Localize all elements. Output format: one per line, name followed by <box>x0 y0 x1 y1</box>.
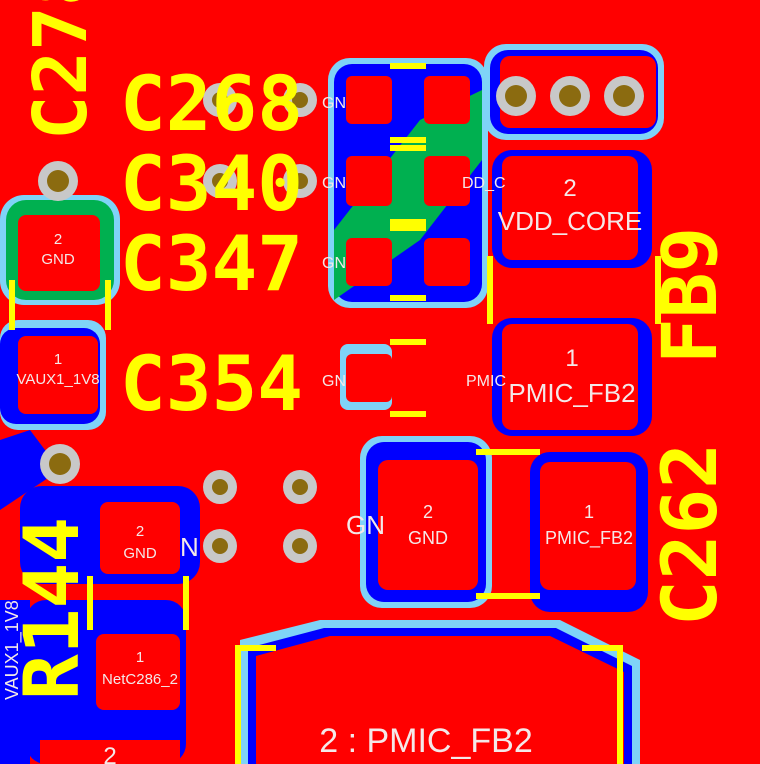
pad-label-c340-gnd: GN <box>322 175 346 192</box>
pad-label-c347-gnd: GN <box>322 255 346 272</box>
vias[interactable] <box>38 76 644 563</box>
pad-label-c340-vdd: DD_C <box>462 175 506 192</box>
c262-pad2-net: GND <box>408 528 448 548</box>
designator-fb9[interactable]: FB9 <box>645 227 734 364</box>
big-pad-net-label: 2 : PMIC_FB2 <box>319 722 533 760</box>
left-pad1-number: 1 <box>54 351 62 368</box>
c262-pad2-number: 2 <box>423 502 433 522</box>
c262-pad1-net: PMIC_FB2 <box>545 528 633 549</box>
c262-pad1-number: 1 <box>584 502 594 522</box>
center-net-label: N <box>180 532 199 562</box>
designator-c268[interactable]: C268 <box>120 59 303 148</box>
left-pad2-net: GND <box>41 251 75 268</box>
silkscreen-outlines <box>9 63 661 764</box>
designator-c262[interactable]: C262 <box>645 443 734 626</box>
pad-label-c354-pmic: PMIC <box>466 373 506 390</box>
fb9-pad1-net: PMIC_FB2 <box>508 378 635 408</box>
center-gnd-label: GN <box>346 510 385 540</box>
left-pad2-number: 2 <box>54 231 62 248</box>
designators: C278 C268 C340 C347 C354 FB9 C262 R144 <box>7 0 734 700</box>
r144-pad1-net: NetC286_2 <box>102 671 178 688</box>
designator-c340[interactable]: C340 <box>120 139 303 228</box>
r144-pad2-net: GND <box>123 545 157 562</box>
pad-label-c268-gnd: GN <box>322 95 346 112</box>
vaux-vertical-label: VAUX1_1V8 <box>2 600 23 700</box>
designator-c278[interactable]: C278 <box>18 0 104 140</box>
pad-label-c354-gnd: GN <box>322 373 346 390</box>
designator-r144[interactable]: R144 <box>7 517 96 700</box>
pad-net-labels: GN GN GN GN DD_C PMIC 2 VDD_CORE 1 PMIC_… <box>2 95 642 764</box>
designator-c354[interactable]: C354 <box>120 339 303 428</box>
r144-pad2-number: 2 <box>136 523 144 540</box>
fb9-pad1-number: 1 <box>565 345 578 372</box>
bottom-left-pad-number: 2 <box>103 743 116 764</box>
left-pad1-net: VAUX1_1V8 <box>16 371 99 388</box>
designator-c347[interactable]: C347 <box>120 219 303 308</box>
fb9-pad2-number: 2 <box>563 175 576 202</box>
r144-pad1-number: 1 <box>136 649 144 666</box>
fb9-pad2-net: VDD_CORE <box>498 206 642 236</box>
